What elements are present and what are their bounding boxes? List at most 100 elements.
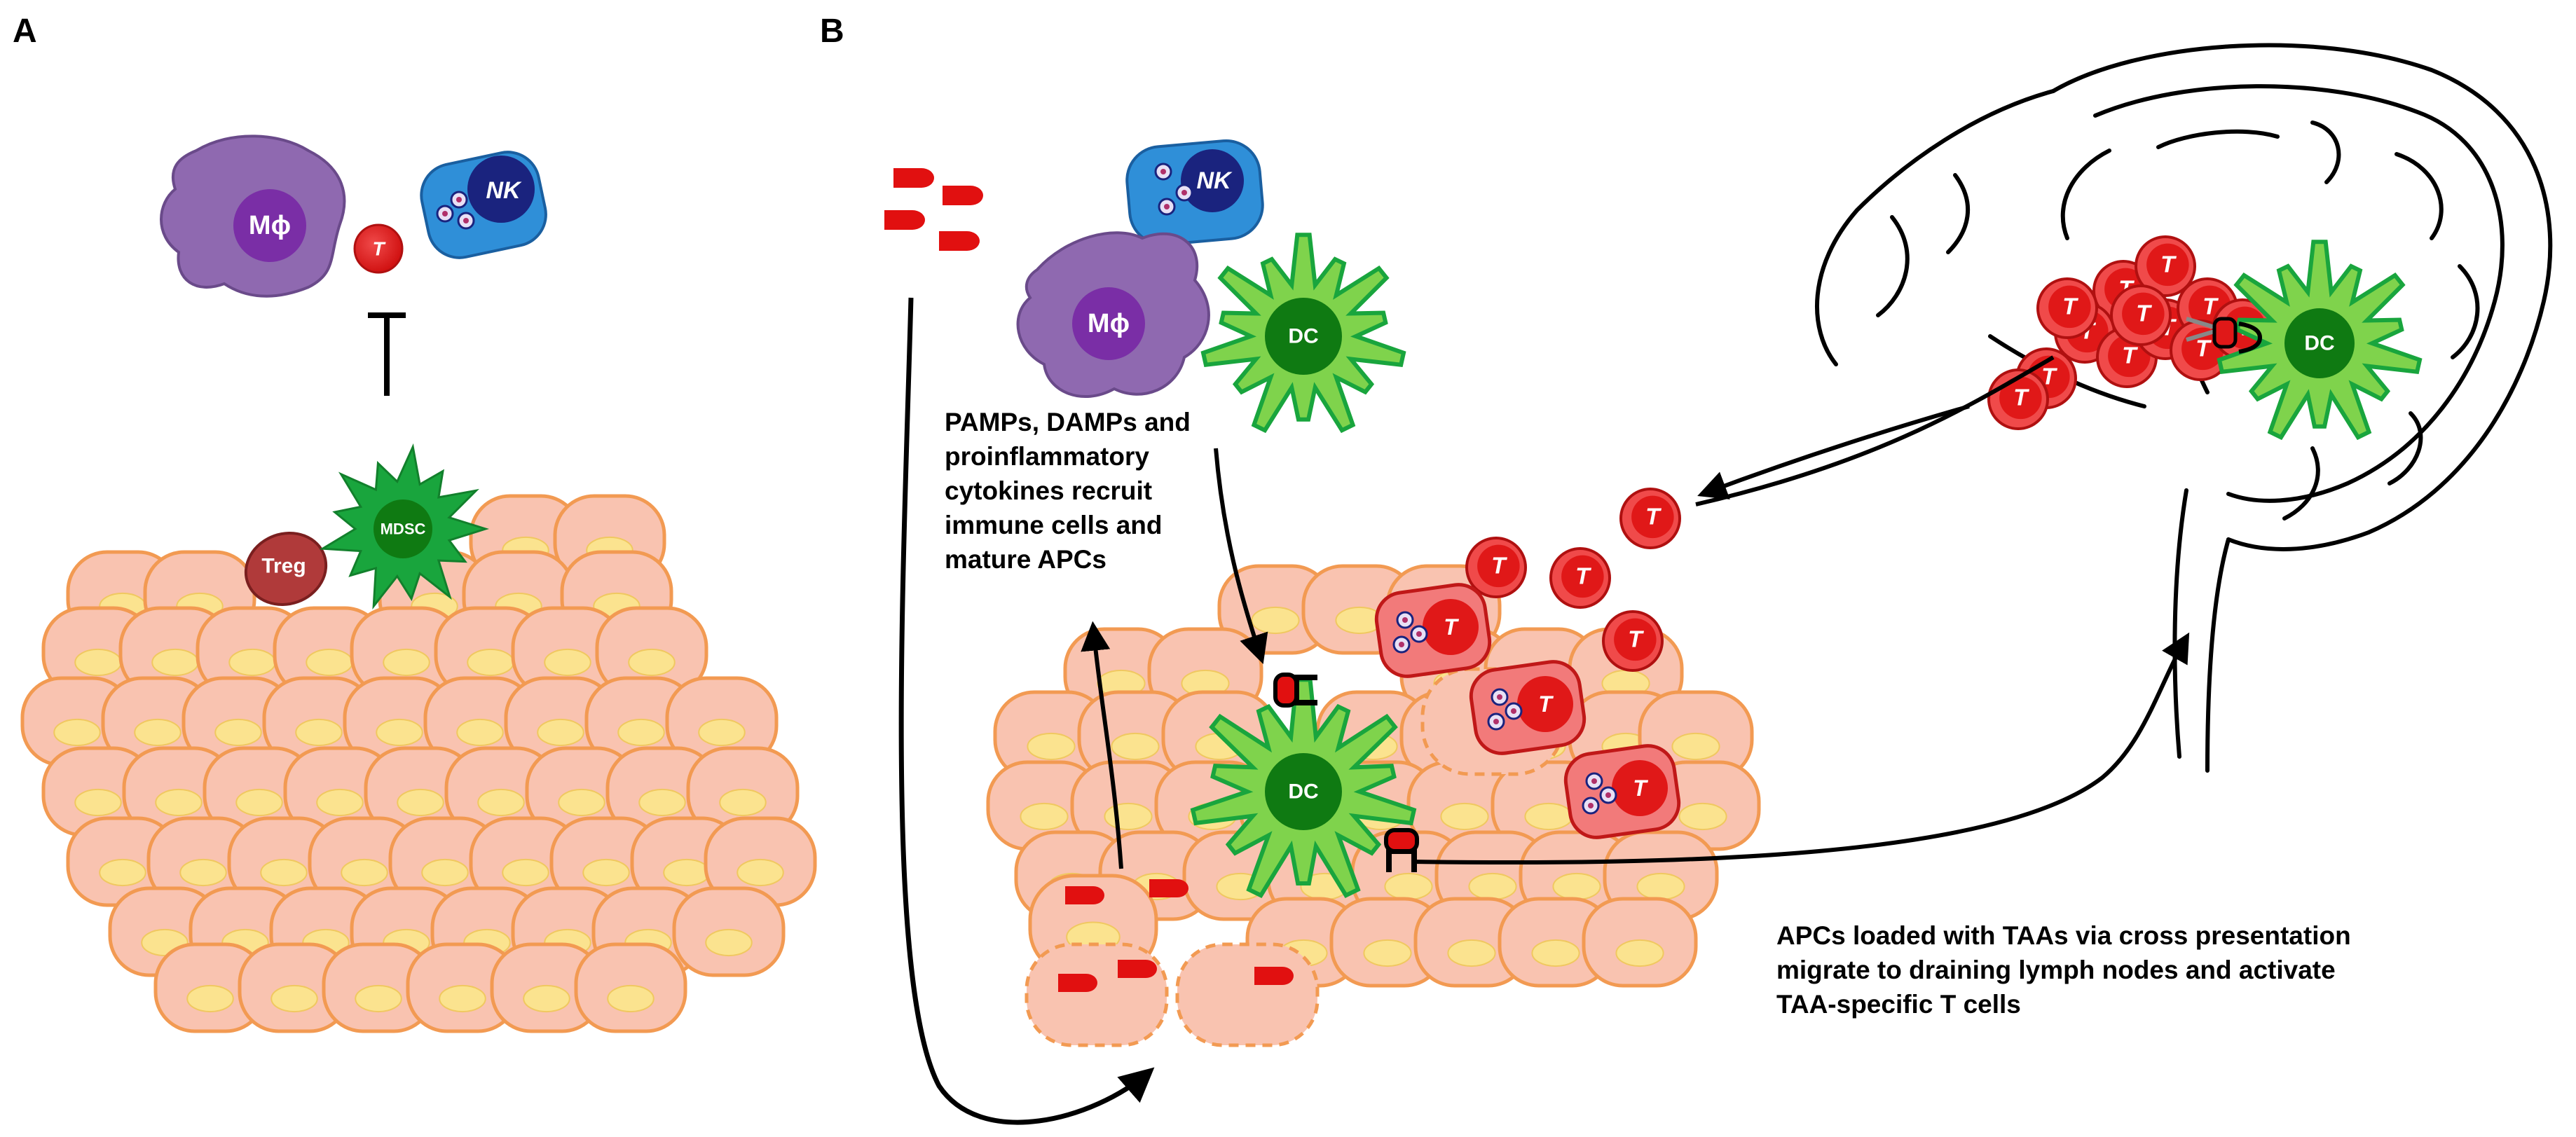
svg-text:T: T <box>2062 294 2078 319</box>
caption-migrate-line-2: migrate to draining lymph nodes and acti… <box>1776 956 2336 984</box>
arrow-icon <box>1081 621 1123 869</box>
svg-text:T: T <box>2202 294 2219 319</box>
t-cell: T <box>1602 610 1664 672</box>
caption-recruit-line-1: PAMPs, DAMPs and <box>945 408 1191 436</box>
tumor-cell <box>605 746 719 837</box>
antigen-fragment-icon <box>1058 974 1097 992</box>
mhc-tcr-synapse-icon <box>2186 317 2263 354</box>
svg-text:T: T <box>1628 626 1644 652</box>
tumor-cell <box>322 942 435 1033</box>
arrow-icon <box>1411 632 2190 864</box>
dendritic-cell-tumor: DC <box>1190 677 1417 898</box>
activated-t-cell: T <box>1469 660 1587 755</box>
inhibition-bar-icon <box>368 312 406 396</box>
macrophage-cell-b: Mϕ <box>1016 231 1210 399</box>
dendritic-cell-lymph-node: DC <box>2217 240 2423 441</box>
migrating-t-cells: T T T T T T T <box>1374 488 1681 839</box>
dendritic-cell-top: DC <box>1200 233 1406 434</box>
antigen-fragment-icon <box>1118 960 1157 978</box>
arrow-icon <box>898 297 1155 1125</box>
caption-migrate-line-1: APCs loaded with TAAs via cross presenta… <box>1776 921 2351 950</box>
tumor-cell <box>423 676 537 767</box>
t-cell: T <box>2110 284 2172 346</box>
macrophage-label-a: Mϕ <box>249 211 291 240</box>
panel-a: Treg MDSC Mϕ T NK <box>20 135 817 1033</box>
svg-text:T: T <box>1575 563 1591 589</box>
svg-text:T: T <box>1538 691 1554 717</box>
antigen-fragment-icon <box>1149 879 1188 897</box>
antigen-fragment-icon <box>1254 967 1294 985</box>
svg-text:T: T <box>1444 614 1459 640</box>
svg-text:T: T <box>1491 553 1507 579</box>
caption-recruit-line-3: cytokines recruit <box>945 476 1152 505</box>
t-cell: T <box>2036 277 2098 339</box>
svg-text:T: T <box>2013 385 2029 411</box>
dc-label-tumor: DC <box>1288 780 1318 804</box>
t-cell: T <box>1465 537 1527 598</box>
tumor-cell <box>406 942 519 1033</box>
caption-recruit-line-5: mature APCs <box>945 545 1107 574</box>
t-cell: T <box>1549 547 1611 609</box>
mdsc-cell: MDSC <box>319 443 490 609</box>
svg-text:T: T <box>1645 504 1662 530</box>
tumor-cell <box>1217 564 1334 655</box>
tumor-cell <box>122 746 235 837</box>
tumor-cell <box>1025 942 1169 1047</box>
t-cell-a: T <box>353 223 404 274</box>
arrow-icon <box>1214 448 1268 664</box>
lymph-vessel-line <box>1695 355 2055 507</box>
caption-recruit-line-4: immune cells and <box>945 511 1163 539</box>
tumor-cell <box>490 942 603 1033</box>
svg-text:T: T <box>2160 251 2177 277</box>
svg-text:T: T <box>2122 343 2138 368</box>
tumor-cell <box>1175 942 1320 1047</box>
tumor-cell <box>343 676 456 767</box>
tumor-cell <box>704 816 817 907</box>
svg-text:T: T <box>2195 336 2212 361</box>
tumor-cell <box>388 816 502 907</box>
treg-cell: Treg <box>244 531 328 607</box>
tumor-cell <box>66 816 179 907</box>
svg-text:T: T <box>2041 364 2057 390</box>
mhc-receptor-icon <box>1384 828 1419 872</box>
tumor-cell <box>469 816 582 907</box>
tumor-cell <box>1582 897 1698 988</box>
panel-label-b: B <box>820 13 844 50</box>
t-cell-label-a: T <box>372 238 386 260</box>
nk-cell-b: NK <box>1125 139 1264 247</box>
caption-migrate: APCs loaded with TAAs via cross presenta… <box>1776 921 2358 1019</box>
tumor-cell <box>227 816 341 907</box>
tumor-cell <box>549 816 663 907</box>
tumor-cell <box>504 676 617 767</box>
macrophage-label-b: Mϕ <box>1088 309 1130 338</box>
panel-b: DC NK Mϕ <box>884 43 2553 1125</box>
tumor-mass-a <box>20 494 817 1033</box>
dc-label-top: DC <box>1288 325 1318 348</box>
activated-t-cell: T <box>1374 583 1492 678</box>
mhc-receptor-icon <box>1273 673 1317 708</box>
t-cell: T <box>1619 488 1681 549</box>
tumor-cell <box>672 886 786 977</box>
nk-cell-a: NK <box>420 151 547 259</box>
caption-migrate-line-3: TAA-specific T cells <box>1776 990 2021 1019</box>
antigen-fragment-icon <box>884 168 983 251</box>
activated-t-cell: T <box>1563 744 1681 839</box>
nk-label-a: NK <box>486 177 522 204</box>
macrophage-cell-a: Mϕ <box>160 135 346 298</box>
svg-text:T: T <box>1633 776 1648 801</box>
tumor-cell <box>1498 897 1614 988</box>
lymph-node-outline <box>1815 43 2553 773</box>
t-cell: T <box>2135 235 2196 297</box>
tumor-cell <box>153 942 267 1033</box>
arrow-icon <box>1697 404 1970 499</box>
caption-recruit-line-2: proinflammatory <box>945 442 1149 471</box>
tumor-cell <box>574 942 687 1033</box>
caption-recruit: PAMPs, DAMPs and proinflammatory cytokin… <box>945 408 1198 574</box>
antigen-fragment-icon <box>1065 886 1104 904</box>
tumor-cell <box>511 606 624 697</box>
nk-label-b: NK <box>1196 167 1233 194</box>
svg-text:T: T <box>2136 301 2152 326</box>
mdsc-label: MDSC <box>381 521 426 538</box>
tumor-cell <box>283 746 397 837</box>
